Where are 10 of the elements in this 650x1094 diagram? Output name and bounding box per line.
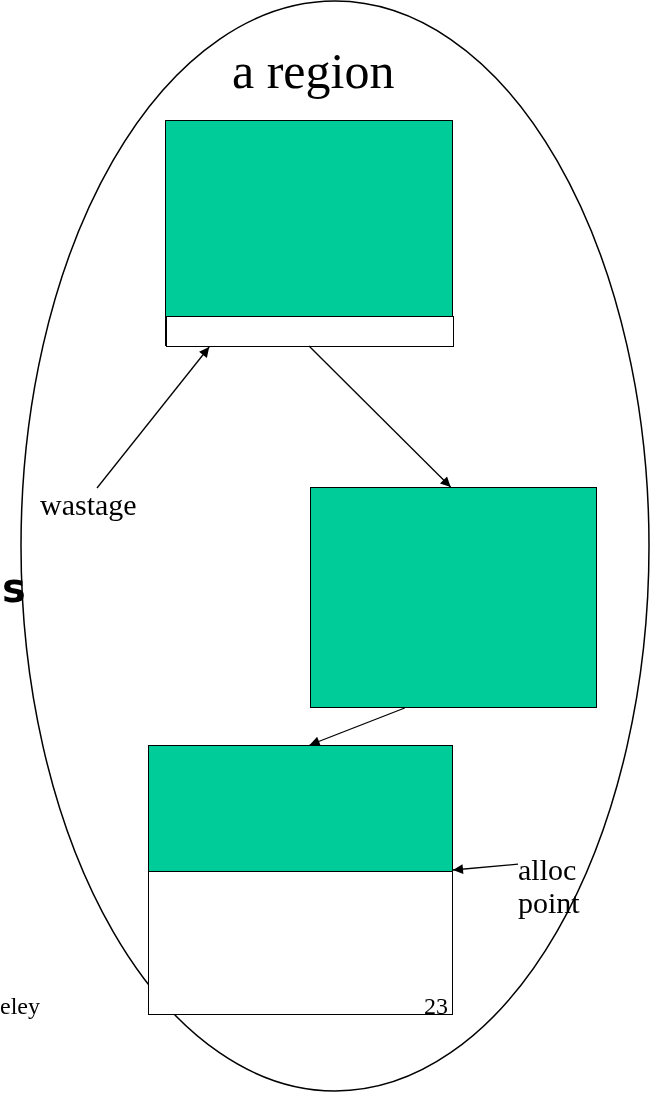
arrow — [96, 346, 210, 489]
page-number: 23 — [424, 994, 448, 1018]
arrow — [452, 863, 519, 875]
annotation-label: wastage — [40, 488, 137, 521]
arrow — [308, 345, 452, 488]
memory-block — [165, 120, 453, 346]
memory-block — [310, 487, 597, 708]
wastage-strip — [166, 316, 454, 347]
footer-text: eley — [0, 994, 40, 1018]
arrow — [309, 707, 406, 747]
